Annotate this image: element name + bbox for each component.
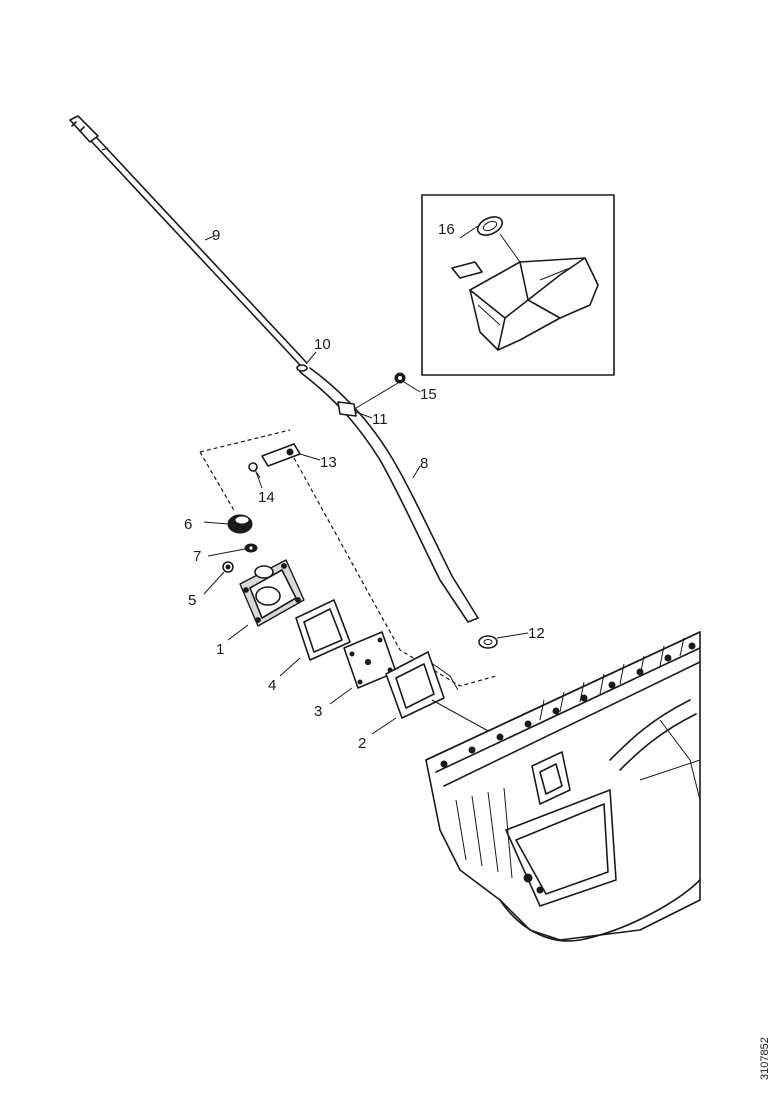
callout-7: 7 [193, 548, 201, 565]
callout-10: 10 [314, 336, 331, 353]
gasket-4 [295, 599, 351, 661]
callout-3: 3 [314, 703, 322, 720]
cap-6 [227, 514, 253, 534]
oil-pan [425, 631, 701, 942]
callout-5: 5 [188, 592, 196, 609]
inset-frame [421, 194, 615, 376]
callout-12: 12 [528, 625, 545, 642]
callout-11: 11 [372, 411, 388, 428]
callout-14: 14 [258, 489, 275, 506]
screw-5 [222, 561, 234, 573]
o-ring-10 [296, 364, 308, 372]
pan-flange-bolts [440, 642, 696, 768]
gasket-2 [385, 651, 445, 719]
callout-16: 16 [438, 221, 455, 238]
seal-ring-16 [476, 216, 504, 236]
callout-9: 9 [212, 227, 220, 244]
callout-8: 8 [420, 455, 428, 472]
inset-part-drawing [451, 216, 599, 351]
callout-13: 13 [320, 454, 337, 471]
screw-14 [248, 462, 261, 479]
callout-1: 1 [216, 641, 224, 658]
callout-4: 4 [268, 677, 276, 694]
assembly-line-left [199, 429, 291, 513]
document-id: 3107852 [759, 1037, 771, 1080]
plate-3 [343, 631, 397, 689]
dipstick [69, 115, 307, 366]
washer-7 [244, 543, 258, 553]
bracket-13 [261, 443, 301, 467]
bracket-11 [337, 401, 357, 417]
dipstick-guide-tube [299, 367, 479, 623]
detail-inset: 16 [421, 194, 615, 376]
callout-15: 15 [420, 386, 437, 403]
cover-1 [239, 559, 305, 627]
nut-15 [394, 372, 406, 384]
clip-12 [478, 635, 498, 649]
callout-2: 2 [358, 735, 366, 752]
callout-6: 6 [184, 516, 192, 533]
